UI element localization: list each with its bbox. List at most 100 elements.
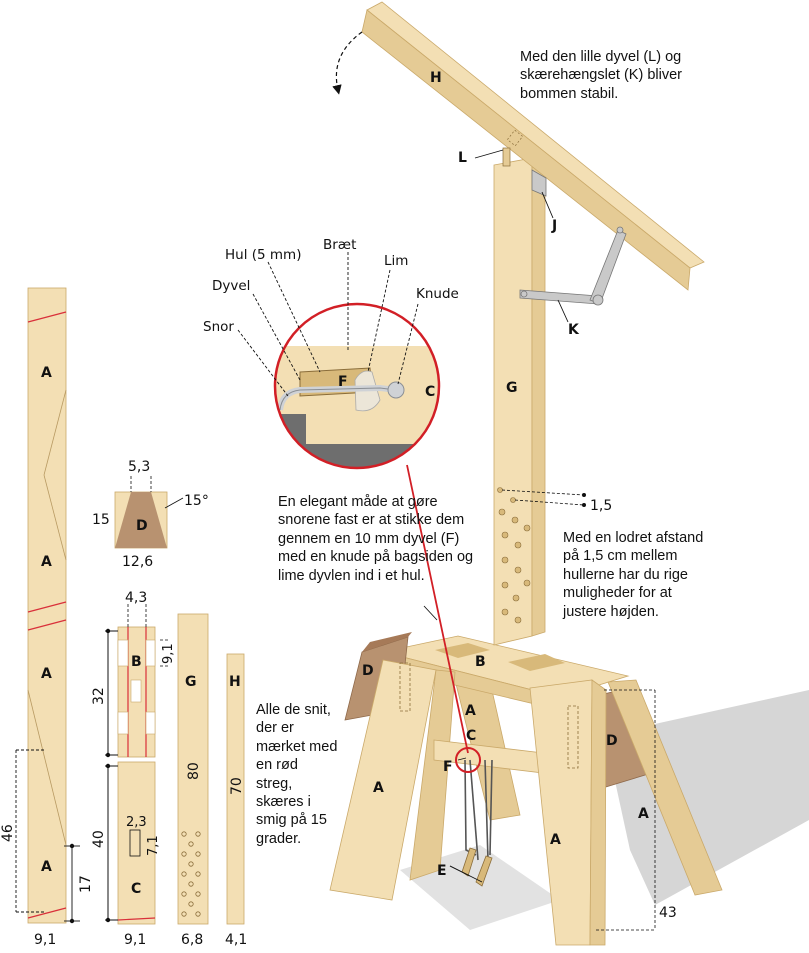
- label-e-stand: E: [437, 863, 447, 879]
- callout-line: [406, 464, 469, 754]
- cord-tip-leader: [423, 605, 438, 621]
- dim-width-g: 6,8: [181, 932, 203, 948]
- bc-dim-dots: [105, 628, 111, 923]
- label-h-cut: H: [229, 674, 241, 690]
- label-g-cut: G: [185, 674, 197, 690]
- dim-h-length: 70: [229, 777, 245, 795]
- label-a-cut-4: A: [41, 859, 52, 875]
- part-c-strip: [117, 761, 156, 925]
- d-dim-lines: [130, 476, 152, 492]
- part-leaders: [449, 149, 569, 883]
- dim-d-height: 15: [92, 512, 110, 528]
- rotation-arrow: [332, 31, 363, 95]
- hole-spacing-dims: [501, 489, 585, 506]
- dim-hole-spacing: 1,5: [590, 498, 612, 514]
- label-a-stand-right: A: [638, 806, 649, 822]
- right-back-leg: [607, 679, 723, 896]
- caption-cord-tip: En elegant måde at gøre snorene fast er …: [278, 494, 474, 584]
- dim-a-17: 17: [78, 875, 94, 893]
- part-d-trapezoid: [115, 492, 167, 548]
- label-d-stand-left: D: [362, 663, 374, 679]
- label-j: J: [551, 218, 557, 234]
- detail-label-cord: Snor: [203, 319, 234, 335]
- dim-d-top: 5,3: [128, 459, 150, 475]
- dim-c-slot-w: 2,3: [126, 815, 147, 830]
- label-d-stand-right: D: [606, 733, 618, 749]
- dim-d-angle: 15°: [184, 493, 209, 509]
- dim-width-h: 4,1: [225, 932, 247, 948]
- label-c-cut: C: [131, 881, 141, 897]
- label-a-cut-2: A: [41, 554, 52, 570]
- top-slot-2: [508, 654, 565, 671]
- upright-assembly: [332, 1, 705, 646]
- boom-h-side: [361, 9, 691, 291]
- label-f-stand: F: [443, 759, 453, 775]
- inner-leg-left: [409, 669, 456, 881]
- label-f-detail: F: [338, 374, 348, 390]
- label-b-cut: B: [131, 654, 142, 670]
- dim-g-length: 80: [186, 762, 202, 780]
- front-leg-left: [329, 659, 437, 901]
- dim-width-a: 9,1: [34, 932, 56, 948]
- label-a-stand-front: A: [550, 832, 561, 848]
- dim-d-width: 12,6: [122, 554, 153, 570]
- dim-width-bc: 9,1: [124, 932, 146, 948]
- detail-inset: [275, 304, 439, 468]
- upright-holes: [497, 487, 531, 624]
- caption-cuts-note: Alle de snit, der er mærket med en rød s…: [256, 702, 338, 847]
- c-slot: [129, 829, 141, 857]
- top-slot-1: [435, 643, 490, 658]
- dim-bc-32: 32: [91, 687, 107, 705]
- dim-bc-40: 40: [91, 830, 107, 848]
- detail-leaders: [237, 252, 419, 397]
- part-a-strip: [27, 287, 67, 924]
- detail-label-glue: Lim: [384, 253, 408, 269]
- label-a-stand-left: A: [373, 780, 384, 796]
- detail-label-board: Bræt: [323, 237, 356, 253]
- dim-b-notch: 9,1: [161, 643, 176, 664]
- hole-spacing-dots: [582, 493, 586, 507]
- boom-slot: [506, 129, 524, 147]
- label-c-stand: C: [466, 728, 476, 744]
- a-diagonals: [27, 389, 67, 846]
- d-brace-left-top: [362, 632, 412, 652]
- cut-list: [15, 287, 245, 925]
- d-angle-leader: [164, 497, 184, 509]
- upright-g-side: [531, 157, 546, 637]
- dowel-l: [502, 147, 511, 167]
- a-cut-lines: [27, 311, 67, 919]
- label-h-boom: H: [430, 70, 442, 86]
- label-l: L: [458, 150, 467, 166]
- dashed-guide: [567, 705, 579, 769]
- part-h-strip: [226, 653, 245, 925]
- detail-circle-border: [273, 302, 441, 470]
- dim-stand-43: 43: [659, 905, 677, 921]
- dim-a-46: 46: [0, 824, 16, 842]
- caption-holes-note: Med en lodret afstand på 1,5 cm mellem h…: [563, 530, 704, 620]
- g-holes: [181, 831, 201, 917]
- label-c-detail: C: [425, 384, 435, 400]
- dim-c-slot-h: 7,1: [146, 835, 161, 856]
- label-a-cut-1: A: [41, 365, 52, 381]
- detail-label-dowel: Dyvel: [212, 278, 250, 294]
- label-a-stand-inner: A: [465, 703, 476, 719]
- b-notches: [117, 639, 156, 735]
- upright-g-front: [493, 157, 533, 646]
- handle-e: [461, 847, 477, 877]
- a-dim-dots: [69, 843, 75, 924]
- label-b-stand: B: [475, 654, 486, 670]
- detail-label-hole: Hul (5 mm): [225, 247, 301, 263]
- b-dim-dashes: [127, 604, 170, 667]
- caption-boom-stable: Med den lille dyvel (L) og skærehængslet…: [520, 49, 682, 102]
- handle-e: [475, 855, 493, 887]
- stand-dim-lines: [596, 689, 656, 931]
- scissor-hinge-k: [519, 226, 627, 306]
- label-g-upright: G: [506, 380, 518, 396]
- sawhorse: [329, 632, 723, 946]
- label-d-cut: D: [136, 518, 148, 534]
- label-a-cut-3: A: [41, 666, 52, 682]
- callout-small-circle: [455, 747, 481, 773]
- dim-b-width: 4,3: [125, 590, 147, 606]
